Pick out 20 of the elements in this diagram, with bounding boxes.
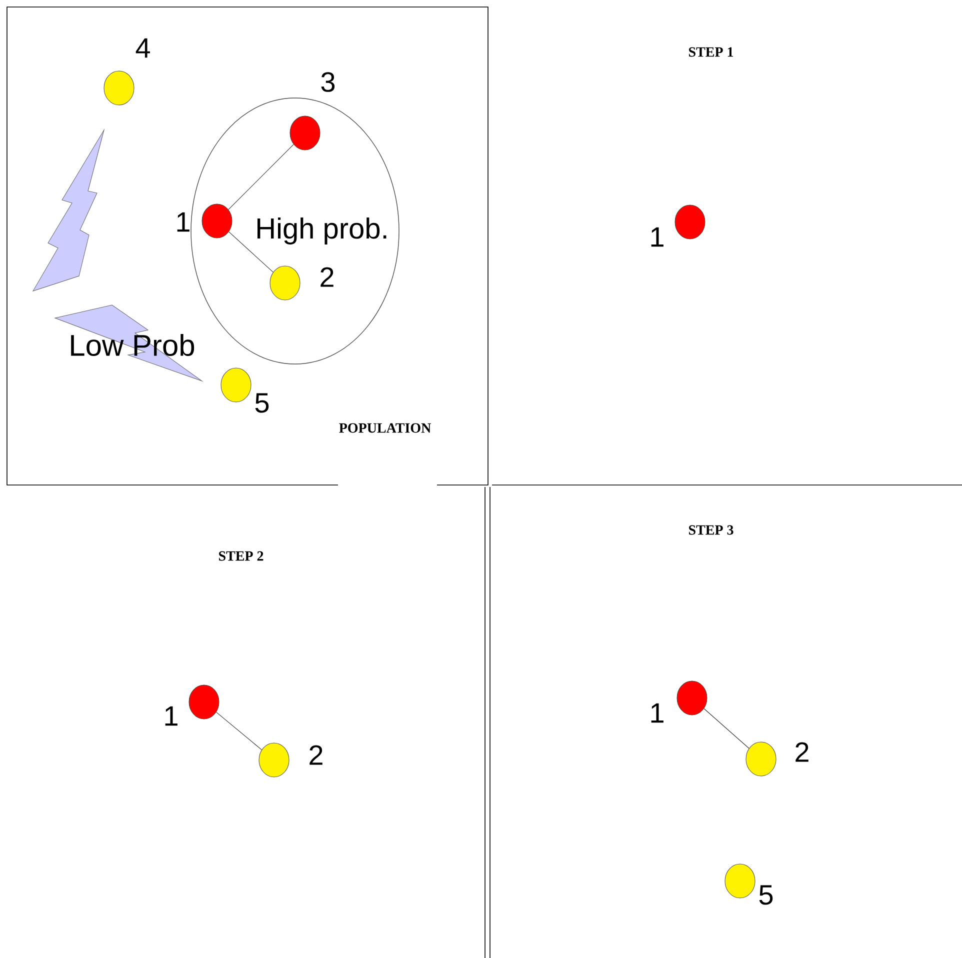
number-label: 5 [759, 885, 773, 905]
number-label: 3 [321, 72, 335, 92]
number-label: 2 [320, 267, 334, 287]
connector-line [216, 712, 262, 750]
number-label: 5 [255, 393, 269, 413]
connector-line [228, 144, 294, 210]
number-label: 2 [310, 745, 322, 765]
number-label: 1 [165, 706, 178, 726]
step-title: STEP 2 [219, 551, 264, 561]
region-label: Low Prob [71, 334, 194, 356]
connector-line [704, 708, 750, 749]
connector-line [228, 232, 274, 272]
step-title: STEP 1 [689, 47, 734, 57]
number-label: 1 [651, 227, 664, 247]
number-label: 1 [651, 703, 664, 723]
panel-title: POPULATION [339, 423, 431, 433]
number-label: 4 [136, 38, 150, 58]
step-title: STEP 3 [689, 525, 734, 535]
number-label: 2 [796, 742, 808, 762]
number-label: 1 [177, 212, 190, 232]
